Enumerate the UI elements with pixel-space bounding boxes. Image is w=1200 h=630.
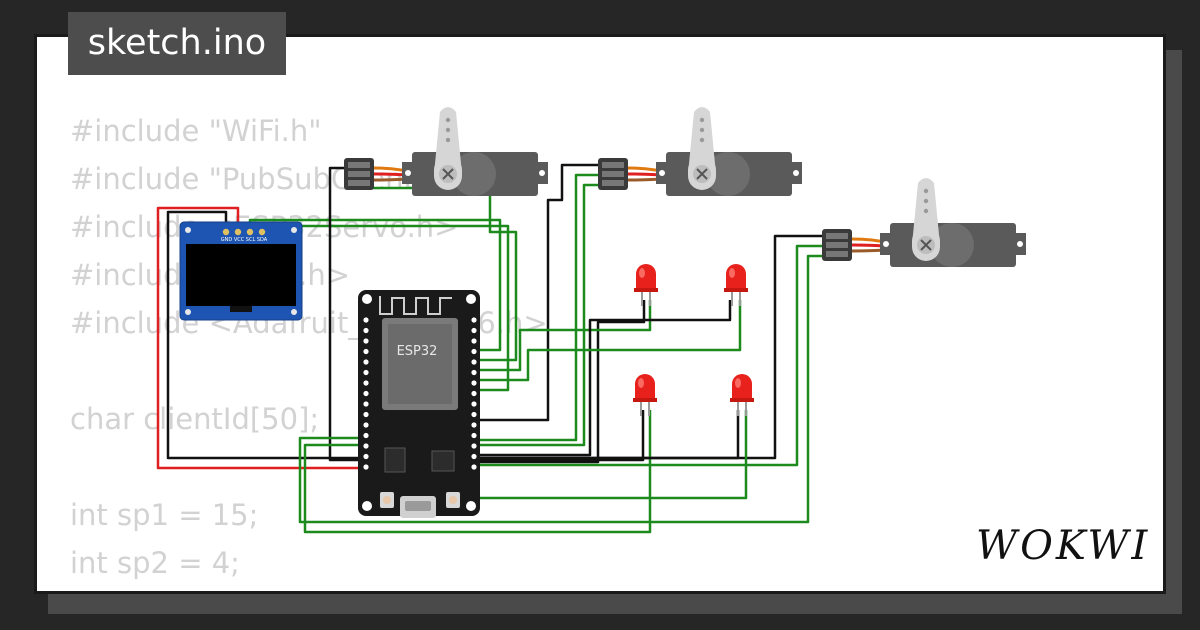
wire-servo1-gnd [328,166,365,462]
board-pin [471,380,477,386]
code-line: char clientId[50]; [70,402,320,436]
board-pin [471,359,477,365]
code-line: int sp2 = 4; [70,546,240,580]
board-pin [471,348,477,355]
wire-led3-gnd [470,410,645,462]
board-pin [363,338,369,344]
led-3 [632,373,658,417]
servo-3 [820,176,1028,269]
board-pin [471,338,477,344]
wire-led4-gnd [470,410,740,460]
board-pin [363,411,369,418]
board-pin [363,327,369,334]
board-label: ESP32 [397,344,438,359]
board-pin [471,327,477,334]
board-pin [363,369,369,376]
file-title-tab[interactable]: sketch.ino [68,12,286,75]
board-pin [363,317,369,323]
board-pin [363,390,369,397]
code-line: int sp1 = 15; [70,498,259,532]
led-4 [729,373,755,417]
board-pin [363,380,369,386]
esp32-board: ESP32 [358,290,480,518]
wire-led4-sig [470,410,748,500]
led-2 [723,263,749,307]
wire-servo2-sig1 [470,173,600,442]
wire-oled-gnd [166,210,365,460]
oled-display: GND VCC SCL SDA [179,221,303,321]
servo-1 [342,105,550,198]
wire-oled-vcc [156,206,365,470]
board-pin [363,348,369,355]
board-pin [363,432,369,439]
wire-led1-gnd [470,300,646,464]
oled-pin-labels: GND VCC SCL SDA [221,237,268,243]
code-line: #include "WiFi.h" [70,114,322,148]
wire-servo3-sig2 [298,254,825,524]
wire-servo3-sig [470,244,825,467]
board-pin [471,411,477,418]
wokwi-logo: WOKWI [976,523,1151,569]
servo-2 [596,105,804,198]
board-pin [363,422,369,428]
led-1 [633,263,659,307]
wire-led3-sig [303,410,652,534]
wire-servo2-gnd [470,163,600,422]
board-pin [471,432,477,439]
board-pin [471,401,477,407]
board-pin [471,390,477,397]
board-pin [363,453,369,460]
wire-led2-sig [470,300,742,382]
board-pin [363,401,369,407]
board-pin [471,464,477,470]
board-pin [471,369,477,376]
wire-servo2-sig2 [470,183,600,447]
board-pin [363,359,369,365]
wire-led2-gnd [470,300,732,457]
board-pin [363,443,369,449]
board-pin [471,317,477,323]
board-pin [471,443,477,449]
board-pin [471,453,477,460]
board-pin [471,422,477,428]
board-pin [363,464,369,470]
